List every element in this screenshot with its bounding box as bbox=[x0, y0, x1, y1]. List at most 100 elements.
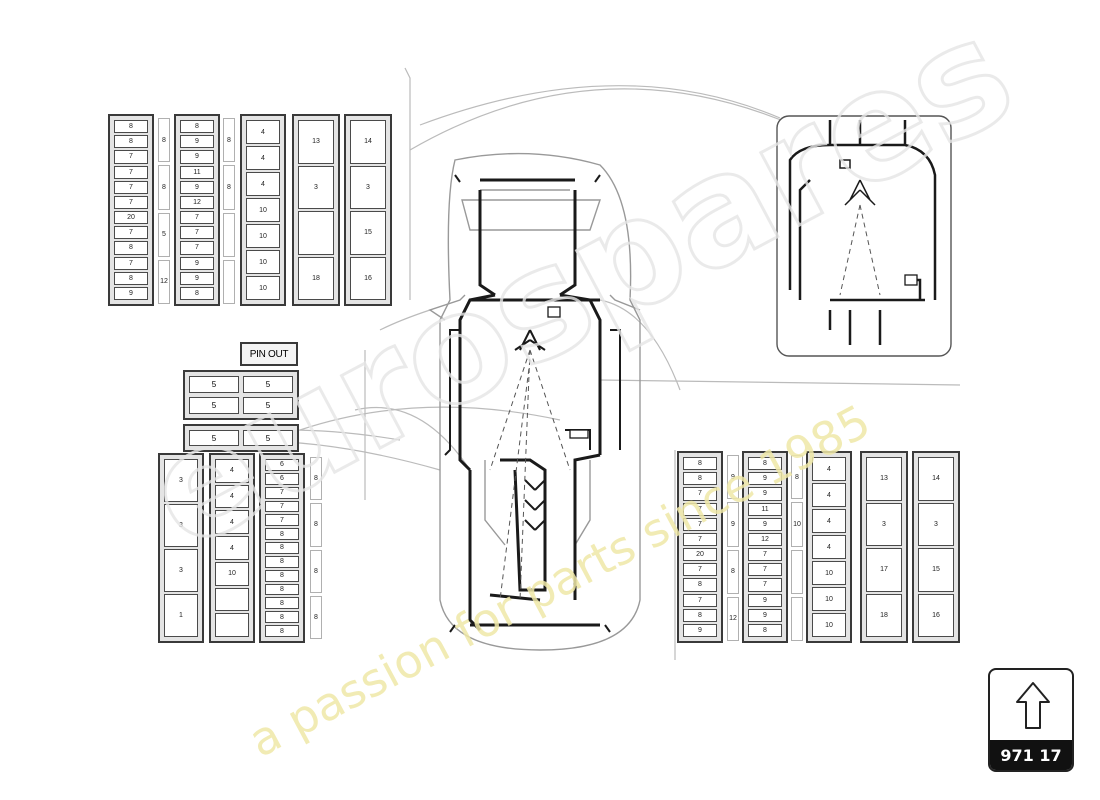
fuse-cell: 13 bbox=[866, 457, 902, 501]
fuse-cell: 10 bbox=[812, 613, 846, 637]
fuse-cell: 8 bbox=[114, 120, 148, 134]
fuse-cell: 3 bbox=[866, 502, 902, 546]
fuse-cell: 4 bbox=[246, 120, 280, 144]
fuse-cell: 17 bbox=[866, 548, 902, 592]
fuse-cell: 7 bbox=[683, 563, 717, 577]
fuse-cell: 16 bbox=[918, 593, 954, 637]
fuse-cell: 16 bbox=[350, 256, 386, 300]
fuse-cell: 8 bbox=[683, 608, 717, 622]
strip-cell: 5 bbox=[158, 212, 170, 257]
strip-cell: 10 bbox=[791, 502, 803, 547]
fuse-cell: 10 bbox=[812, 587, 846, 611]
strip-cell: 8 bbox=[158, 165, 170, 210]
fuse-cell: 4 bbox=[215, 536, 249, 560]
fuse-cell: 9 bbox=[683, 623, 717, 638]
fuse-cell: 9 bbox=[180, 256, 214, 270]
fuse-cell: 8 bbox=[748, 457, 782, 471]
relay-cell: 5 bbox=[189, 430, 239, 446]
fuse-cell: 9 bbox=[180, 135, 214, 149]
fuse-cell: 7 bbox=[114, 256, 148, 270]
fuse-cell: 3 bbox=[918, 502, 954, 546]
fuse-cell: 4 bbox=[812, 483, 846, 507]
fuse-cell: 7 bbox=[683, 593, 717, 607]
fuse-cell: 10 bbox=[812, 561, 846, 585]
fuse-cell: 4 bbox=[215, 510, 249, 535]
fuse-cell: 7 bbox=[748, 563, 782, 577]
fuse-cell: 7 bbox=[114, 226, 148, 240]
fuse-cell bbox=[215, 613, 249, 638]
fuse-cell: 18 bbox=[866, 593, 902, 637]
fuse-cell: 7 bbox=[748, 578, 782, 592]
strip-cell: 12 bbox=[727, 596, 739, 641]
fuse-cell: 7 bbox=[265, 486, 299, 499]
fuse-cell: 9 bbox=[748, 517, 782, 531]
relay-cell: 5 bbox=[243, 397, 293, 414]
fuse-cell: 7 bbox=[265, 500, 299, 513]
strip-cell bbox=[223, 212, 235, 257]
fuse-cell: 4 bbox=[812, 509, 846, 533]
relay-cell: 5 bbox=[243, 430, 293, 446]
fuse-cell: 9 bbox=[748, 593, 782, 607]
fuse-cell: 7 bbox=[114, 180, 148, 194]
fuse-cell: 13 bbox=[298, 120, 334, 164]
fuse-cell: 8 bbox=[114, 241, 148, 255]
fuse-cell: 6 bbox=[265, 459, 299, 471]
fuse-cell: 8 bbox=[683, 578, 717, 592]
fuse-cell: 7 bbox=[265, 514, 299, 527]
fuse-cell: 3 bbox=[350, 165, 386, 209]
fuse-cell: 8 bbox=[180, 120, 214, 134]
fuse-cell: 8 bbox=[265, 569, 299, 582]
fuse-cell: 10 bbox=[246, 224, 280, 248]
fuse-cell: 11 bbox=[748, 502, 782, 516]
fuse-cell: 12 bbox=[180, 195, 214, 210]
fuse-cell: 3 bbox=[164, 504, 198, 547]
fuse-cell: 7 bbox=[748, 548, 782, 562]
fuse-cell: 4 bbox=[215, 459, 249, 483]
fuse-cell: 7 bbox=[683, 517, 717, 531]
fuse-cell: 7 bbox=[114, 195, 148, 210]
fuse-cell: 9 bbox=[180, 271, 214, 285]
strip-cell: 8 bbox=[223, 118, 235, 163]
strip-cell bbox=[791, 596, 803, 641]
fuse-cell: 8 bbox=[180, 286, 214, 301]
fuse-cell: 7 bbox=[180, 226, 214, 240]
fuse-cell: 8 bbox=[114, 271, 148, 285]
strip-cell: 9 bbox=[727, 455, 739, 500]
fuse-cell: 20 bbox=[683, 548, 717, 562]
fuse-cell: 11 bbox=[180, 165, 214, 179]
fuse-cell: 3 bbox=[298, 165, 334, 209]
fuse-cell: 9 bbox=[180, 180, 214, 194]
arrow-up-icon bbox=[1016, 682, 1050, 729]
fuse-cell: 1 bbox=[164, 594, 198, 637]
fuse-cell: 15 bbox=[918, 548, 954, 592]
relay-cell: 5 bbox=[189, 376, 239, 393]
fuse-cell: 4 bbox=[246, 146, 280, 170]
fuse-cell: 7 bbox=[180, 211, 214, 225]
fuse-cell: 9 bbox=[748, 487, 782, 501]
fuse-cell: 4 bbox=[246, 172, 280, 196]
fuse-cell: 15 bbox=[350, 211, 386, 255]
fuse-cell: 6 bbox=[265, 472, 299, 485]
fuse-cell: 14 bbox=[350, 120, 386, 164]
fuse-cell: 10 bbox=[246, 250, 280, 274]
fuse-cell: 9 bbox=[748, 608, 782, 622]
fuse-cell: 8 bbox=[265, 625, 299, 637]
fuse-cell: 9 bbox=[180, 150, 214, 164]
strip-cell: 8 bbox=[158, 118, 170, 163]
relay-cell: 5 bbox=[189, 397, 239, 414]
